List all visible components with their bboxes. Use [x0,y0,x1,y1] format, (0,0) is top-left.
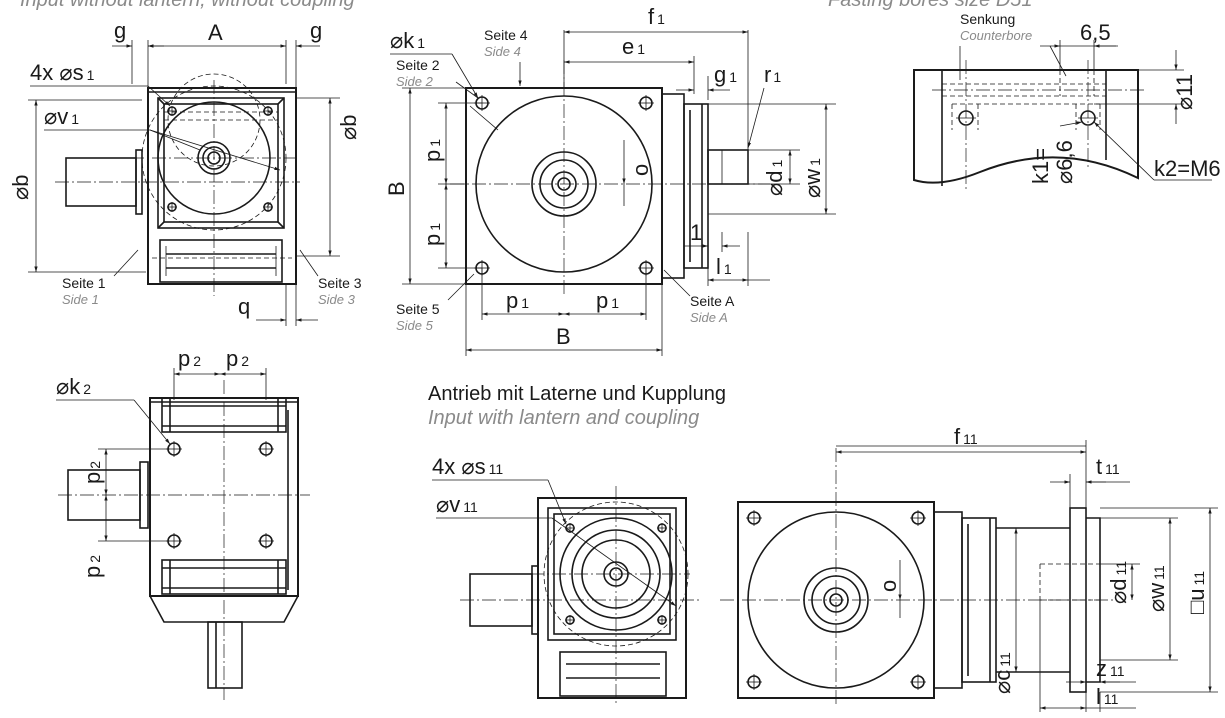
detail-outline [913,69,1139,184]
dim-c11: ⌀c11 [990,652,1015,694]
dim-o: o [628,164,653,176]
header-en-left: Input without lantern, without coupling [20,0,355,11]
side3-label-en: Side 3 [318,292,356,307]
sideA-label: Seite A [690,293,735,309]
header-en-right: Fasting bores size D51 [828,0,1033,11]
side5-label: Seite 5 [396,301,440,317]
dim-A: A [208,20,223,45]
detail-fastening-bores: Senkung Counterbore 6,5 ⌀11 k1= ⌀6,6 k2=… [913,11,1221,190]
dim-1: 1 [690,220,702,245]
dim-g-right: g [310,18,322,43]
dim-p2-v-lower: p2 [80,555,105,578]
dim-b-left: ⌀b [8,175,33,200]
detail-dim-11: ⌀11 [1172,74,1197,110]
corner-holes [167,106,273,212]
side3-label: Seite 3 [318,275,362,291]
dim-p1-upper: p1 [420,139,445,162]
detail-k1-value: ⌀6,6 [1052,140,1077,184]
side4-label-en: Side 4 [484,44,521,59]
dim-w1: ⌀w1 [800,158,825,198]
dim-B-vertical: B [384,181,409,196]
section2-title: Antrieb mit Laterne und Kupplung [428,383,726,405]
counterbore-label: Senkung [960,11,1015,27]
dim-p1-lower: p1 [420,223,445,246]
section2-title-en: Input with lantern and coupling [428,407,699,429]
side2-label: Seite 2 [396,57,440,73]
counterbore-label-en: Counterbore [960,28,1032,43]
dim-d11: ⌀d11 [1106,561,1131,604]
side5-label-en: Side 5 [396,318,434,333]
dim-u11: □u11 [1184,571,1209,614]
dim-b-right: ⌀b [336,115,361,140]
dim-w11: ⌀w11 [1144,565,1169,612]
side2-label-en: Side 2 [396,74,434,89]
detail-dim-6-5: 6,5 [1080,20,1111,45]
lantern-side-holes [746,510,926,690]
dim-p2-v-upper: p2 [80,461,105,484]
side1-label-en: Side 1 [62,292,99,307]
dim-B-horizontal: B [556,324,571,349]
dim-o-lantern: o [876,580,901,592]
detail-k2-label: k2=M6 [1154,156,1221,181]
side1-label: Seite 1 [62,275,106,291]
side4-label: Seite 4 [484,27,528,43]
dim-d1: ⌀d1 [762,160,787,196]
dim-g-left: g [114,18,126,43]
detail-k1-label: k1= [1028,148,1053,184]
dim-q: q [238,294,250,319]
sideA-label-en: Side A [690,310,728,325]
